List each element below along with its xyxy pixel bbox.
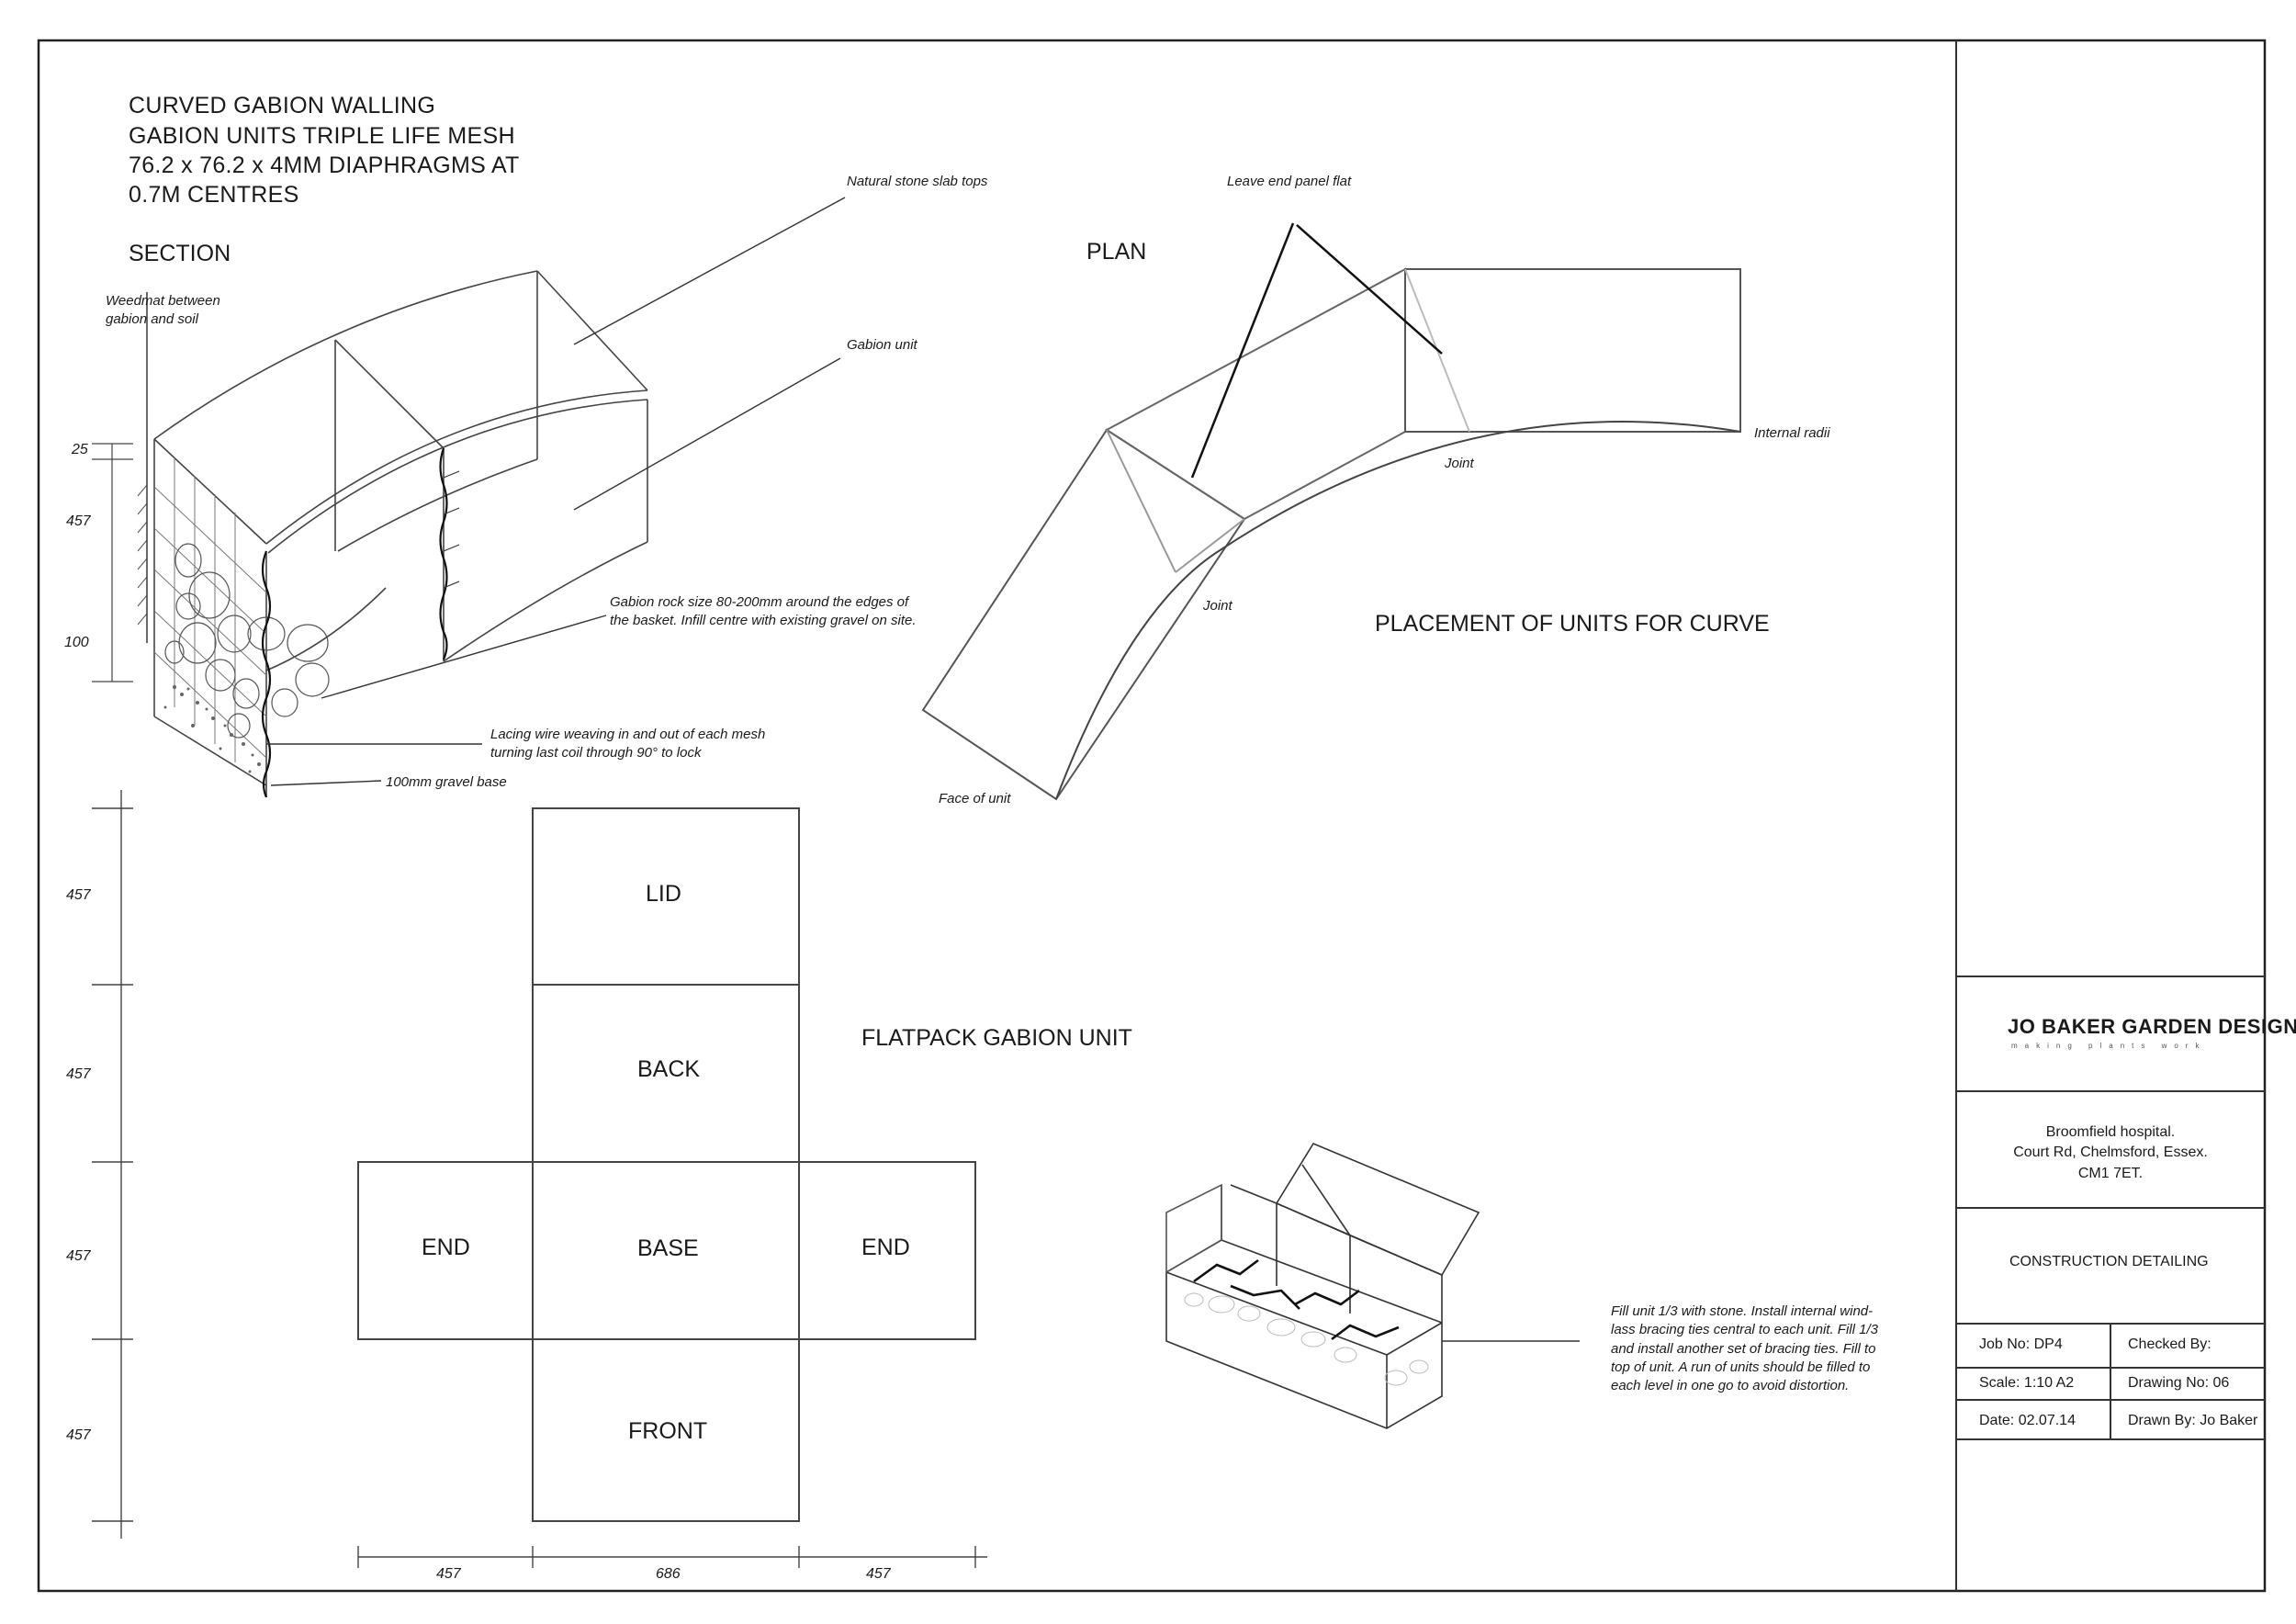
internal-radius-curve bbox=[1055, 421, 1741, 800]
dim-h-3: 457 bbox=[866, 1566, 891, 1582]
flatpack-heading: FLATPACK GABION UNIT bbox=[861, 1025, 1132, 1051]
flatpack-net bbox=[357, 807, 976, 1522]
panel-lid-label: LID bbox=[646, 881, 681, 907]
dim-v-2: 457 bbox=[66, 1066, 91, 1082]
panel-end-left bbox=[357, 1161, 534, 1340]
flatpack-vertical-dim bbox=[92, 790, 133, 1539]
drawing-no: Drawing No: 06 bbox=[2128, 1375, 2230, 1391]
label-gravel-base: 100mm gravel base bbox=[386, 774, 507, 790]
dim-v-1: 457 bbox=[66, 887, 91, 903]
section-leaders bbox=[266, 197, 846, 786]
dim-v-3: 457 bbox=[66, 1248, 91, 1264]
flatpack-horizontal-dim bbox=[357, 1546, 987, 1568]
lacing-wire bbox=[261, 550, 272, 798]
dim-h-2: 686 bbox=[656, 1566, 681, 1582]
dim-457-section: 457 bbox=[66, 513, 91, 529]
fill-detail-isometric bbox=[1165, 1142, 1480, 1429]
sheet-border bbox=[37, 39, 2267, 1593]
plan-caption: PLACEMENT OF UNITS FOR CURVE bbox=[1375, 611, 1770, 637]
dim-100: 100 bbox=[64, 635, 89, 650]
label-gabion-unit: Gabion unit bbox=[847, 337, 917, 353]
label-rock-size: Gabion rock size 80-200mm around the edg… bbox=[610, 594, 917, 629]
panel-base-label: BASE bbox=[637, 1235, 699, 1261]
slab-outer-edge bbox=[153, 270, 538, 440]
company-name: JO BAKER GARDEN DESIGN bbox=[2008, 1015, 2296, 1038]
plan-unit-1 bbox=[921, 428, 1246, 801]
fill-note: Fill unit 1/3 with stone. Install intern… bbox=[1611, 1303, 1878, 1393]
dim-h-1: 457 bbox=[436, 1566, 461, 1582]
checked-by: Checked By: bbox=[2128, 1336, 2212, 1352]
job-no: Job No: DP4 bbox=[1979, 1336, 2063, 1352]
label-joint-2: Joint bbox=[1203, 598, 1232, 614]
panel-end-right-label: END bbox=[861, 1235, 910, 1260]
label-face-of-unit: Face of unit bbox=[939, 791, 1011, 806]
label-weedmat: Weedmat between gabion and soil bbox=[106, 293, 220, 328]
section-heading: SECTION bbox=[129, 241, 231, 266]
drawn-by: Drawn By: Jo Baker bbox=[2128, 1413, 2258, 1428]
title-line-1: CURVED GABION WALLING bbox=[129, 93, 436, 118]
title-block bbox=[1955, 40, 2265, 1591]
slab-inner-edge bbox=[265, 389, 648, 545]
label-end-panel: Leave end panel flat bbox=[1227, 174, 1352, 189]
site-address: Broomfield hospital. Court Rd, Chelmsfor… bbox=[2013, 1124, 2208, 1181]
dim-25: 25 bbox=[72, 442, 88, 457]
label-stone-tops: Natural stone slab tops bbox=[847, 174, 988, 189]
title-line-4: 0.7M CENTRES bbox=[129, 182, 299, 208]
panel-front bbox=[532, 1338, 800, 1522]
label-lacing: Lacing wire weaving in and out of each m… bbox=[490, 727, 766, 761]
panel-end-left-label: END bbox=[422, 1235, 470, 1260]
panel-front-label: FRONT bbox=[628, 1418, 708, 1444]
plan-unit-2 bbox=[1105, 267, 1406, 521]
plan-unit-3 bbox=[1404, 268, 1741, 433]
title-line-3: 76.2 x 76.2 x 4MM DIAPHRAGMS AT bbox=[129, 152, 520, 178]
date: Date: 02.07.14 bbox=[1979, 1413, 2076, 1428]
section-isometric-drawing bbox=[137, 270, 648, 798]
panel-end-right bbox=[798, 1161, 976, 1340]
plan-drawing bbox=[921, 267, 1741, 801]
title-line-2: GABION UNITS TRIPLE LIFE MESH bbox=[129, 123, 515, 149]
label-joint-1: Joint bbox=[1445, 456, 1474, 471]
section-dim-ticks bbox=[92, 443, 133, 682]
scale: Scale: 1:10 A2 bbox=[1979, 1375, 2075, 1391]
plan-heading: PLAN bbox=[1086, 239, 1147, 265]
drawing-title-label: CONSTRUCTION DETAILING bbox=[2009, 1254, 2209, 1269]
panel-back-label: BACK bbox=[637, 1056, 701, 1082]
company-tagline: making plants work bbox=[2011, 1042, 2207, 1050]
plan-leaders bbox=[1190, 222, 1443, 479]
label-internal-radii: Internal radii bbox=[1754, 425, 1830, 441]
dim-v-4: 457 bbox=[66, 1427, 91, 1443]
